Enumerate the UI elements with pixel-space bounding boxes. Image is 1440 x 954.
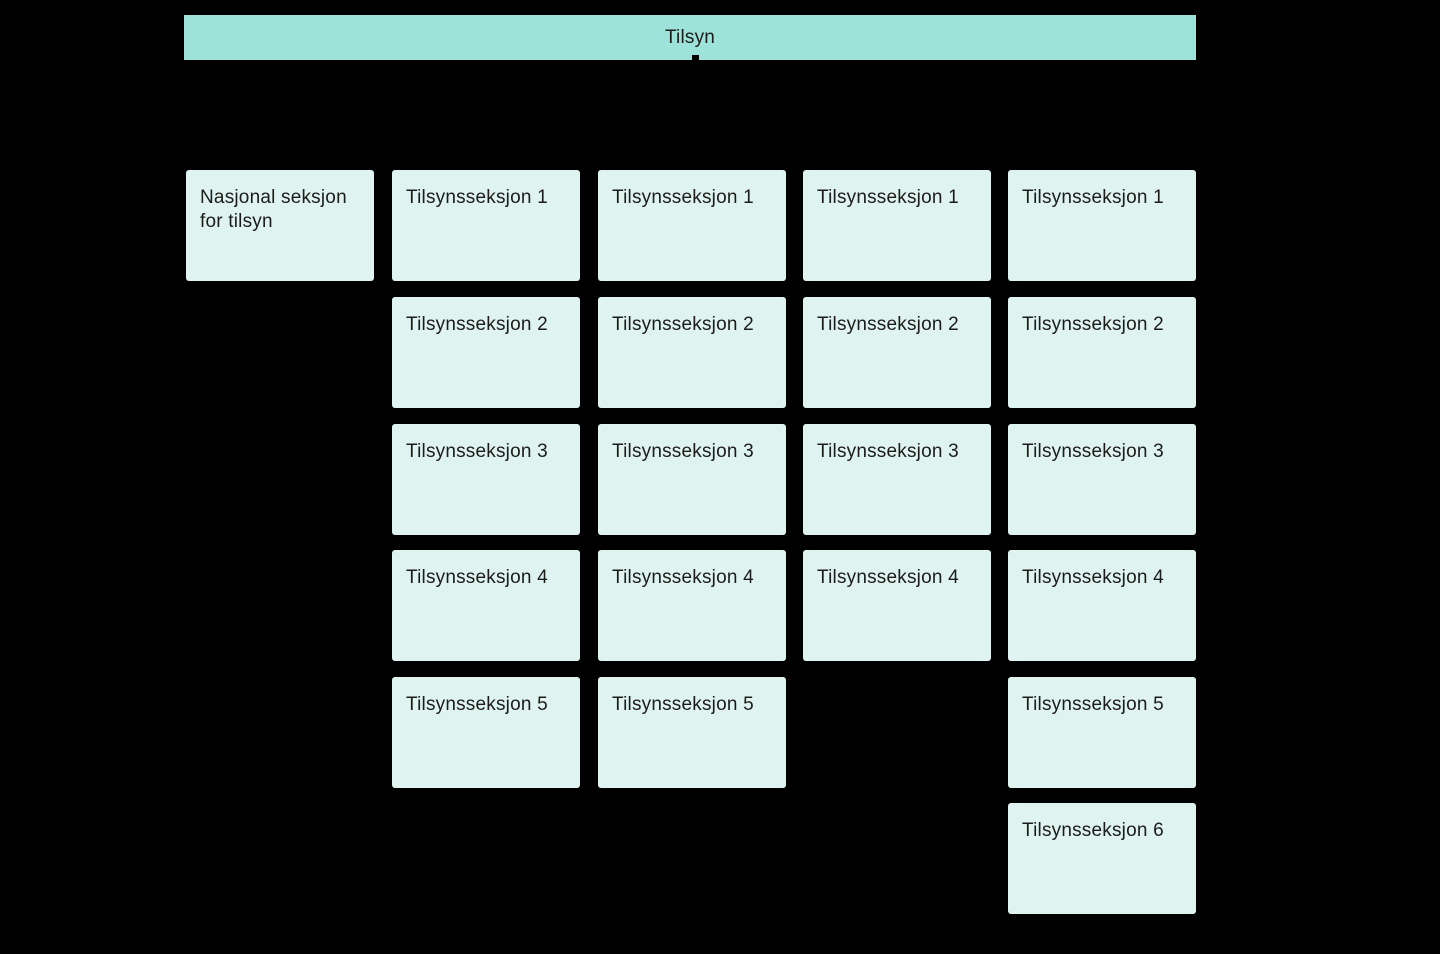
box-label: Tilsynsseksjon 5 [406, 694, 548, 715]
org-chart-box: Tilsynsseksjon 1 [598, 170, 786, 281]
org-chart-box-nasjonal-seksjon: Nasjonal seksjon for tilsyn [186, 170, 374, 281]
box-label: Tilsynsseksjon 1 [406, 187, 548, 208]
org-chart-box: Tilsynsseksjon 2 [392, 297, 580, 408]
org-chart-box: Tilsynsseksjon 2 [598, 297, 786, 408]
box-label: Tilsynsseksjon 4 [1022, 567, 1164, 588]
org-chart-box: Tilsynsseksjon 4 [803, 550, 991, 661]
box-label: Tilsynsseksjon 1 [1022, 187, 1164, 208]
connector-stub [692, 55, 699, 60]
org-chart-box: Tilsynsseksjon 2 [1008, 297, 1196, 408]
box-label: Tilsynsseksjon 5 [612, 694, 754, 715]
box-label: Tilsynsseksjon 1 [817, 187, 959, 208]
box-label: Nasjonal seksjon for tilsyn [200, 187, 347, 233]
box-label: Tilsynsseksjon 5 [1022, 694, 1164, 715]
org-chart-box: Tilsynsseksjon 1 [392, 170, 580, 281]
box-label: Tilsynsseksjon 2 [1022, 314, 1164, 335]
org-chart-box: Tilsynsseksjon 4 [598, 550, 786, 661]
org-chart-box: Tilsynsseksjon 5 [598, 677, 786, 788]
org-chart-box: Tilsynsseksjon 2 [803, 297, 991, 408]
box-label: Tilsynsseksjon 2 [612, 314, 754, 335]
org-chart-box: Tilsynsseksjon 1 [1008, 170, 1196, 281]
box-label: Tilsynsseksjon 3 [1022, 441, 1164, 462]
org-chart-box: Tilsynsseksjon 3 [598, 424, 786, 535]
box-label: Tilsynsseksjon 3 [406, 441, 548, 462]
org-chart-box: Tilsynsseksjon 1 [803, 170, 991, 281]
box-label: Tilsynsseksjon 3 [817, 441, 959, 462]
root-node-label: Tilsyn [664, 26, 716, 48]
box-label: Tilsynsseksjon 1 [612, 187, 754, 208]
org-chart-box: Tilsynsseksjon 4 [1008, 550, 1196, 661]
box-label: Tilsynsseksjon 6 [1022, 820, 1164, 841]
org-chart-box: Tilsynsseksjon 4 [392, 550, 580, 661]
org-chart-box: Tilsynsseksjon 6 [1008, 803, 1196, 914]
box-label: Tilsynsseksjon 4 [817, 567, 959, 588]
box-label: Tilsynsseksjon 4 [612, 567, 754, 588]
org-chart-box: Tilsynsseksjon 5 [1008, 677, 1196, 788]
org-chart-root-node: Tilsyn [184, 15, 1196, 60]
box-label: Tilsynsseksjon 2 [817, 314, 959, 335]
box-label: Tilsynsseksjon 4 [406, 567, 548, 588]
box-label: Tilsynsseksjon 3 [612, 441, 754, 462]
org-chart-box: Tilsynsseksjon 3 [1008, 424, 1196, 535]
org-chart-box: Tilsynsseksjon 3 [392, 424, 580, 535]
org-chart-box: Tilsynsseksjon 5 [392, 677, 580, 788]
org-chart-box: Tilsynsseksjon 3 [803, 424, 991, 535]
box-label: Tilsynsseksjon 2 [406, 314, 548, 335]
